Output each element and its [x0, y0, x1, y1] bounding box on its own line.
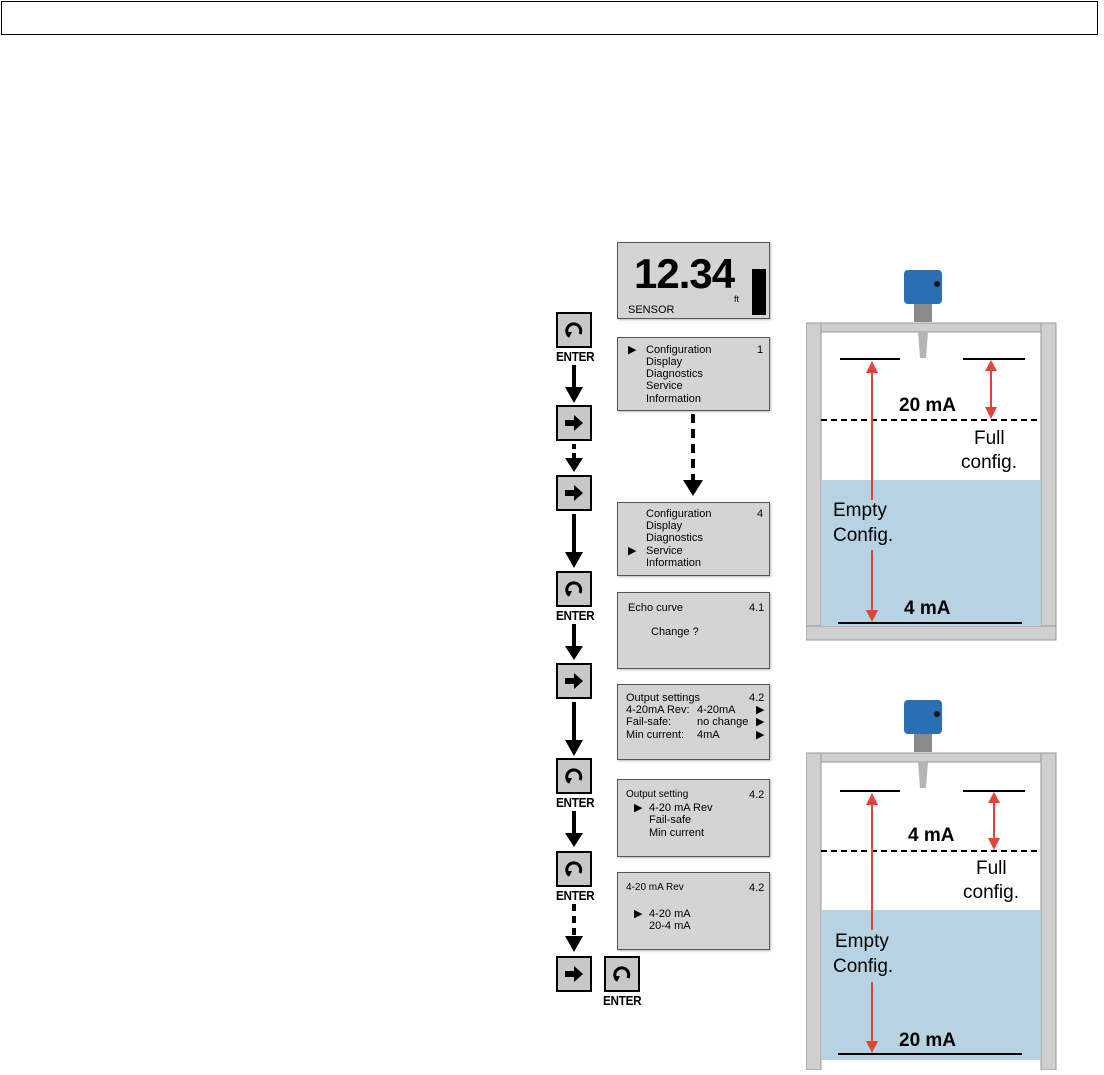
enter-button[interactable] — [556, 758, 592, 794]
page-number: 4.1 — [749, 602, 765, 614]
setting-arrow: ▶ — [756, 704, 765, 716]
top-current-label: 20 mA — [899, 395, 957, 416]
screen-title: Echo curve — [628, 602, 684, 614]
header-box — [1, 1, 1098, 35]
down-arrow — [565, 702, 583, 756]
menu-item: Configuration — [646, 508, 712, 520]
setting-label: 4-20mA Rev: — [626, 704, 690, 716]
empty-config-label-line1: Empty — [833, 500, 887, 521]
menu-item: Min current — [649, 827, 705, 839]
down-arrow — [565, 811, 583, 847]
selection-marker: ▶ — [628, 344, 637, 356]
dashed-down-arrow — [565, 904, 583, 952]
enter-label: ENTER — [556, 349, 595, 364]
page-number: 1 — [757, 344, 764, 356]
enter-button[interactable] — [556, 851, 592, 887]
setting-arrow: ▶ — [756, 729, 765, 741]
enter-label: ENTER — [556, 795, 595, 810]
full-config-label-line2: config. — [961, 452, 1017, 473]
menu-item: Information — [646, 557, 702, 569]
right-button[interactable] — [556, 405, 592, 441]
enter-label: ENTER — [556, 888, 595, 903]
menu-item: Information — [646, 393, 702, 405]
page-number: 4 — [757, 508, 764, 520]
rev-screen: 4-20 mA Rev 4.2 ▶ 4-20 mA 20-4 mA — [617, 872, 770, 950]
menu-item: 20-4 mA — [649, 920, 691, 932]
level-bar — [752, 269, 766, 315]
right-button[interactable] — [556, 475, 592, 511]
page-number: 4.2 — [749, 789, 765, 801]
menu-item: Service — [646, 380, 683, 392]
menu-screen-1: ▶ Configuration Display Diagnostics Serv… — [617, 337, 770, 411]
selection-marker: ▶ — [628, 545, 637, 557]
menu-screen-4: Configuration Display Diagnostics ▶ Serv… — [617, 502, 770, 576]
setting-value: no change — [697, 716, 749, 728]
bottom-current-label: 4 mA — [904, 598, 951, 619]
down-arrow — [565, 624, 583, 660]
output-settings-screen: Output settings 4.2 4-20mA Rev: 4-20mA ▶… — [617, 684, 770, 760]
enter-button[interactable] — [556, 571, 592, 607]
menu-item: Configuration — [646, 344, 712, 356]
full-config-label-line2: config. — [963, 882, 1019, 903]
menu-item: Diagnostics — [646, 532, 703, 544]
menu-item: 4-20 mA — [649, 908, 691, 920]
setting-label: Fail-safe: — [626, 716, 672, 728]
screen-title: 4-20 mA Rev — [626, 882, 684, 893]
menu-item: Display — [646, 520, 683, 532]
selection-marker: ▶ — [634, 908, 643, 920]
selection-marker: ▶ — [634, 802, 643, 814]
down-arrow — [565, 365, 583, 403]
empty-config-label-line2: Config. — [833, 525, 894, 546]
menu-item: Display — [646, 356, 683, 368]
page-number: 4.2 — [749, 692, 765, 704]
tank-graphic — [805, 270, 1057, 641]
main-value: 12.34 — [634, 250, 735, 297]
page-number: 4.2 — [749, 882, 765, 894]
empty-config-label-line2: Config. — [833, 956, 894, 977]
main-sensor-label: SENSOR — [628, 304, 675, 316]
main-unit: ft — [734, 294, 740, 304]
echo-curve-screen: Echo curve 4.1 Change ? — [617, 592, 770, 669]
output-setting-screen: Output setting 4.2 ▶ 4-20 mA Rev Fail-sa… — [617, 779, 770, 857]
right-button[interactable] — [556, 663, 592, 699]
tank-graphic — [805, 700, 1057, 1071]
full-config-label-line1: Full — [974, 428, 1005, 449]
down-arrow — [565, 514, 583, 568]
menu-item: Service — [646, 545, 683, 557]
main-value-display: 12.34 ft SENSOR — [617, 242, 770, 319]
dashed-down-arrow — [565, 444, 583, 472]
setting-value: 4mA — [697, 729, 720, 741]
enter-button[interactable] — [604, 956, 640, 992]
screen-title: Output setting — [626, 789, 689, 800]
menu-item: 4-20 mA Rev — [649, 802, 713, 814]
enter-label: ENTER — [556, 608, 595, 623]
bottom-current-label: 20 mA — [899, 1030, 957, 1051]
tank-diagram-normal: 20 mA Full config. Empty Config. 4 mA — [805, 270, 1058, 642]
setting-arrow: ▶ — [756, 716, 765, 728]
screen-title: Output settings — [626, 692, 700, 704]
menu-item: Fail-safe — [649, 814, 692, 826]
top-current-label: 4 mA — [908, 825, 955, 846]
enter-label: ENTER — [603, 993, 642, 1008]
menu-item: Diagnostics — [646, 368, 703, 380]
change-prompt: Change ? — [651, 626, 699, 638]
right-button[interactable] — [556, 956, 592, 992]
setting-value: 4-20mA — [697, 704, 736, 716]
setting-label: Min current: — [626, 729, 685, 741]
full-config-label-line1: Full — [976, 858, 1007, 879]
enter-button[interactable] — [556, 312, 592, 348]
empty-config-label-line1: Empty — [835, 931, 889, 952]
dashed-arrow-connector — [683, 414, 703, 496]
tank-diagram-reversed: 4 mA Full config. Empty Config. 20 mA — [805, 700, 1058, 1071]
